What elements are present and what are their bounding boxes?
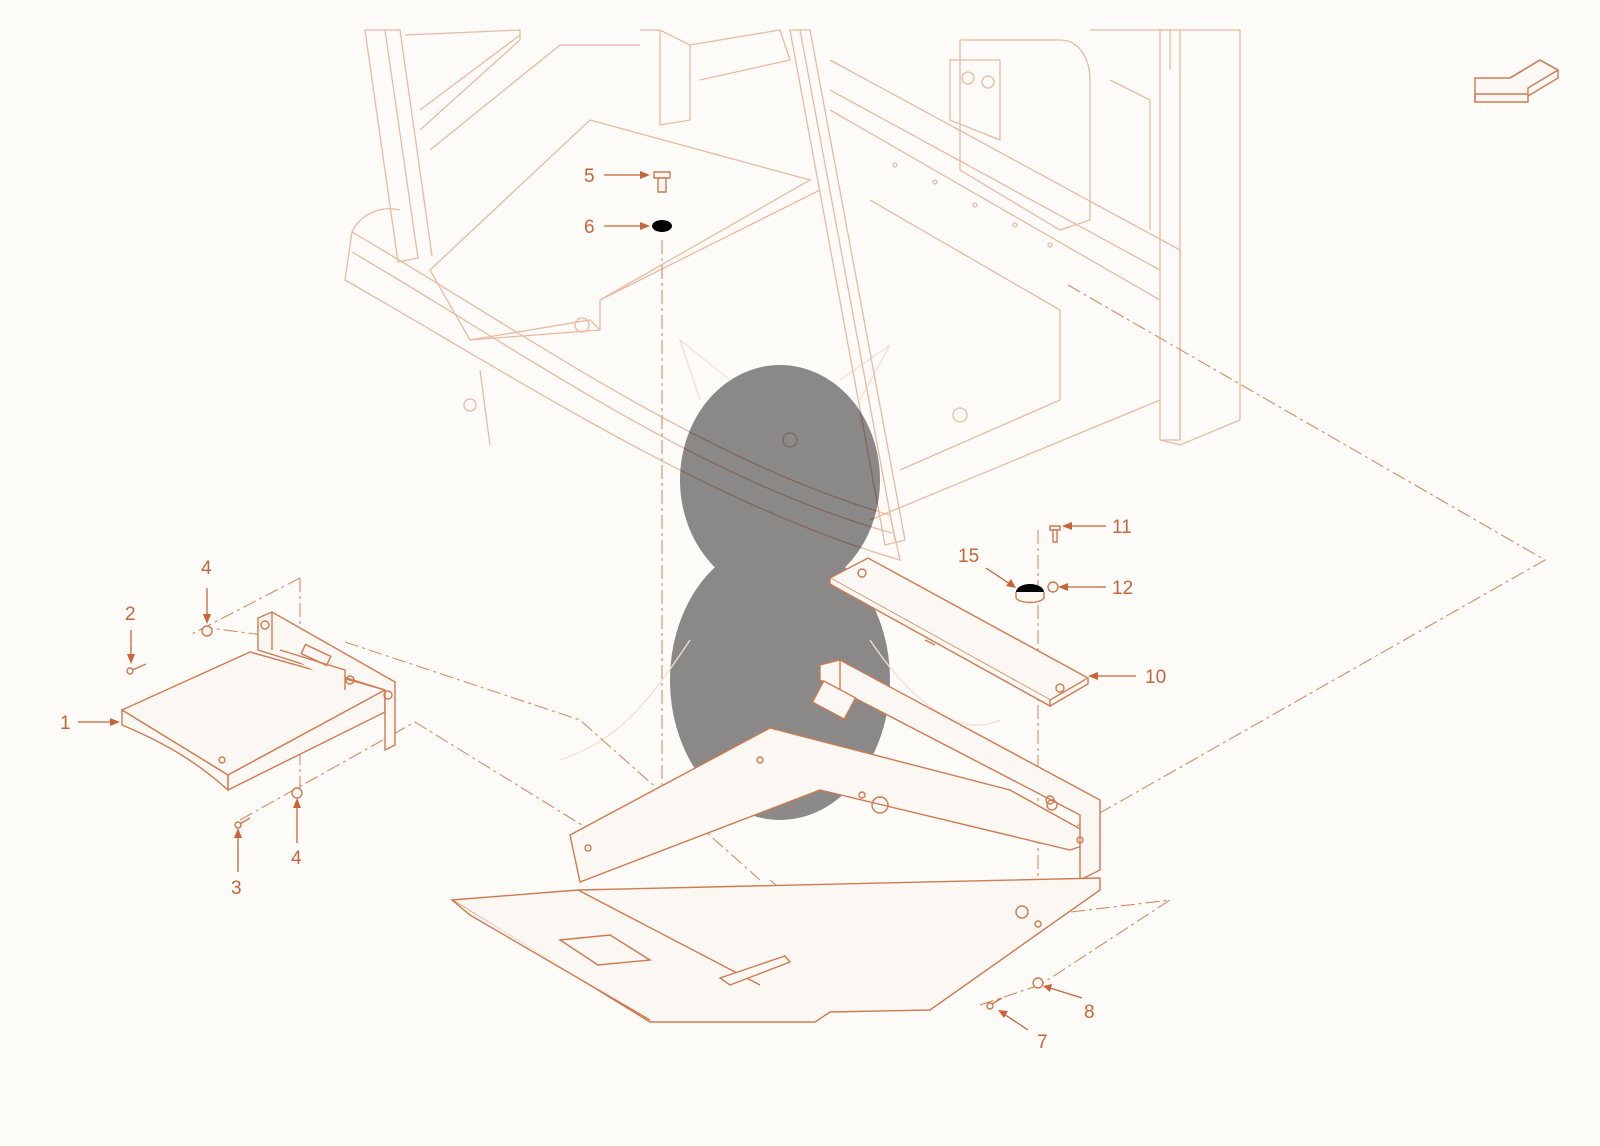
direction-arrow-icon xyxy=(1474,59,1560,103)
callout-7: 7 xyxy=(1037,1032,1048,1053)
callout-5: 5 xyxy=(584,166,595,187)
callout-15: 15 xyxy=(958,546,979,567)
floor-plate-assembly xyxy=(449,659,1102,1023)
part-1-step-bracket xyxy=(120,611,396,792)
callout-1: 1 xyxy=(60,713,71,734)
callout-4-top: 4 xyxy=(201,558,212,579)
callout-6: 6 xyxy=(584,217,595,238)
callout-8: 8 xyxy=(1084,1002,1095,1023)
callout-leaders xyxy=(78,171,1136,1031)
callout-2: 2 xyxy=(125,604,136,625)
machine-frame xyxy=(344,29,1241,561)
callout-11: 11 xyxy=(1112,517,1132,538)
callout-3: 3 xyxy=(231,878,242,899)
callout-labels: 1 2 3 4 4 5 6 7 8 10 11 12 15 xyxy=(60,166,1166,1053)
callout-10: 10 xyxy=(1145,667,1166,688)
part-10-cover-plate xyxy=(828,557,1090,708)
callout-4-bottom: 4 xyxy=(291,848,302,869)
callout-12: 12 xyxy=(1112,578,1133,599)
part-15-cap xyxy=(1015,584,1045,604)
fasteners xyxy=(126,171,1061,1010)
